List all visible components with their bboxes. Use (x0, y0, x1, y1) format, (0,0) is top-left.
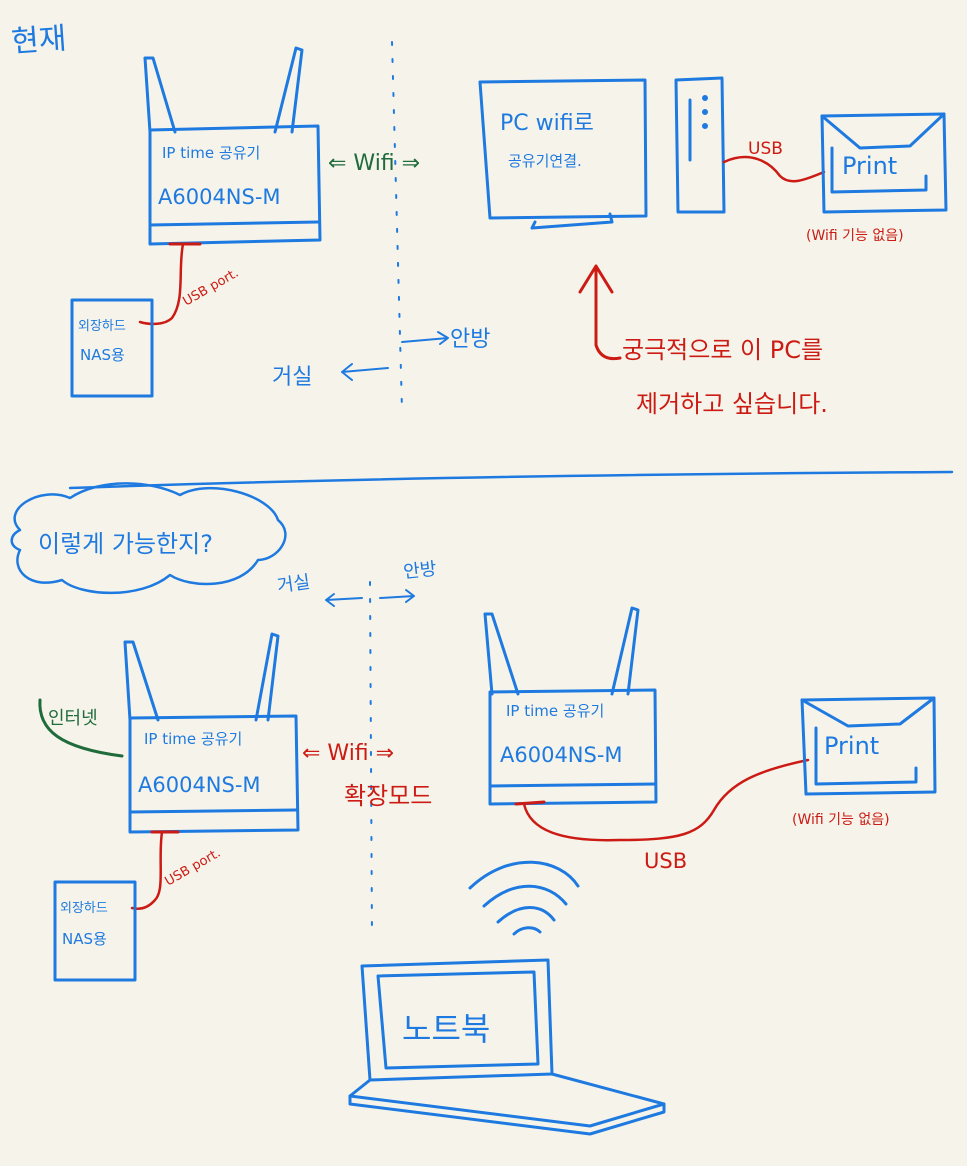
arrow-left-bottom (325, 593, 363, 607)
current-label: 현재 (10, 21, 68, 60)
router-antenna (273, 46, 304, 134)
router-br-usb-port (514, 800, 546, 806)
goal-line1: 궁극적으로 이 PC를 (622, 336, 823, 364)
internet-line (38, 698, 124, 758)
laptop (348, 958, 666, 1136)
internet-label: 인터넷 (48, 708, 98, 729)
room-left-top: 거실 (272, 365, 312, 390)
router-body (148, 124, 322, 246)
nas-top-line2: NAS용 (80, 346, 125, 364)
router-bl-usb-cable (130, 830, 164, 910)
router-antenna (143, 56, 177, 134)
usb-cable-bottom (522, 758, 810, 842)
goal-arrow (594, 266, 622, 361)
arrow-left-top (341, 363, 389, 381)
printer-bottom-note: (Wifi 기능 없음) (792, 812, 890, 828)
room-right-top: 안방 (450, 327, 490, 352)
goal-line2: 제거하고 싶습니다. (636, 390, 828, 418)
nas-top-box (70, 298, 154, 398)
router-top-usb-cable (138, 242, 185, 326)
usb-cable-top (722, 155, 826, 183)
nas-bottom-box (53, 880, 137, 982)
room-divider-top (391, 41, 403, 411)
printer-top-label: Print (842, 152, 897, 180)
room-left-bottom: 거실 (276, 572, 312, 597)
pc-tower (674, 76, 726, 214)
pc-screen-line2: 공유기연결. (508, 152, 582, 170)
arrow-right-top (401, 331, 449, 345)
laptop-label: 노트북 (402, 1010, 490, 1048)
wifi-link-bottom: ⇐ Wifi ⇒ (302, 741, 394, 766)
printer-bottom (800, 696, 937, 796)
router-bottom-left (123, 632, 300, 834)
router-bl-usb-label: USB port. (163, 846, 224, 890)
router-top (143, 46, 322, 246)
router-br-line2: A6004NS-M (500, 743, 623, 767)
nas-bottom-line1: 외장하드 (60, 901, 108, 916)
goal-arrowhead (578, 264, 614, 294)
nas-bottom-line2: NAS용 (62, 930, 107, 948)
router-br-line1: IP time 공유기 (506, 702, 604, 720)
room-right-bottom: 안방 (402, 559, 437, 583)
router-top-model-line1: IP time 공유기 (162, 144, 260, 162)
cloud-label: 이렇게 가능한지? (38, 530, 213, 558)
printer-top (820, 112, 948, 214)
nas-top-line1: 외장하드 (78, 319, 126, 334)
router-bl-line1: IP time 공유기 (144, 730, 242, 748)
pc-monitor (478, 78, 648, 230)
router-bottom-right (483, 606, 658, 806)
wifi-signal-icon (468, 860, 580, 936)
printer-bottom-label: Print (824, 732, 879, 760)
arrow-right-bottom (379, 589, 415, 603)
usb-label-top: USB (748, 139, 783, 159)
router-top-model-line2: A6004NS-M (158, 185, 281, 209)
usb-label-bottom: USB (644, 849, 687, 873)
extender-mode-label: 확장모드 (344, 782, 432, 810)
cloud-bubble (10, 482, 287, 595)
section-divider (68, 470, 954, 490)
printer-top-note: (Wifi 기능 없음) (806, 228, 904, 244)
router-bl-line2: A6004NS-M (138, 773, 261, 797)
pc-screen-line1: PC wifi로 (500, 111, 594, 136)
wifi-link-top: ⇐ Wifi ⇒ (328, 151, 420, 176)
router-top-usb-label: USB port. (181, 266, 242, 310)
